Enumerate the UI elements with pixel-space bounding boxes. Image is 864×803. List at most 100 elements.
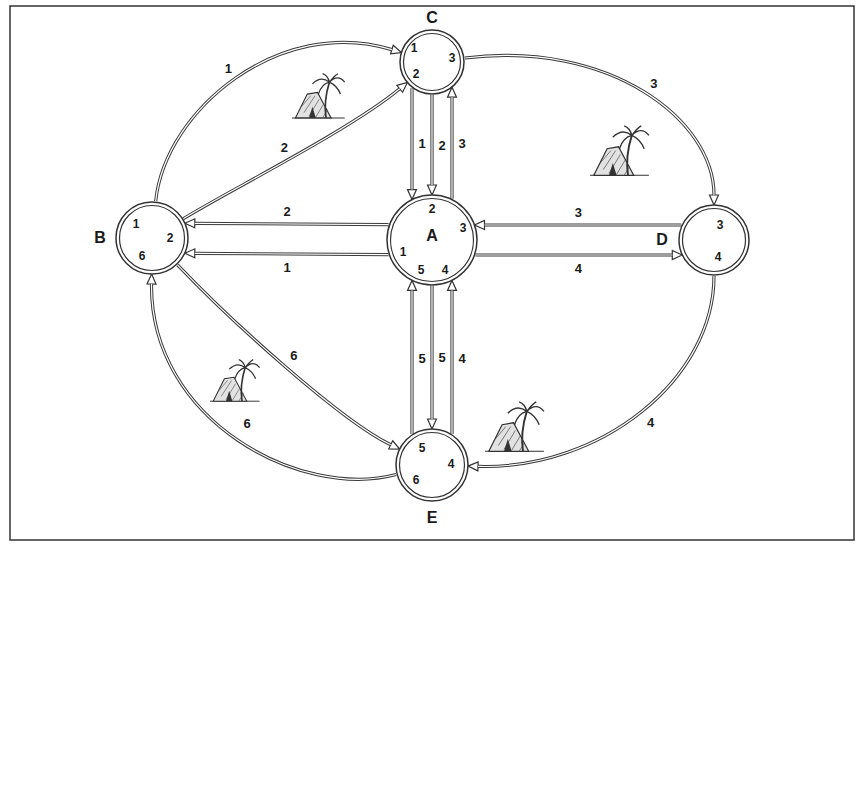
route-number: 3 [456, 136, 467, 151]
route-line-inner [151, 284, 396, 479]
route-line-inner [431, 286, 432, 419]
route-line-outer [151, 284, 396, 479]
route-number: 5 [418, 264, 425, 276]
place-letter: C [426, 10, 438, 26]
route-arrow [412, 290, 413, 434]
route-line-inner [476, 254, 673, 255]
route-number: 4 [448, 458, 455, 470]
hut-illustration [292, 74, 345, 118]
circle-outline [678, 204, 750, 276]
place-letter: B [94, 230, 106, 246]
place-letter: D [656, 232, 668, 248]
route-number: 5 [419, 442, 426, 454]
route-arrow [432, 286, 433, 419]
route-arrow [465, 55, 714, 195]
route-number: 4 [442, 264, 449, 276]
route-arrow [432, 95, 433, 185]
route-number: 2 [429, 203, 436, 215]
route-line-inner [195, 223, 389, 224]
route-arrow [195, 253, 389, 254]
route-number: 1 [223, 60, 234, 75]
inner-ring [400, 433, 465, 498]
outer-ring [387, 195, 477, 285]
route-line-outer [195, 223, 389, 224]
route-arrow [452, 290, 453, 434]
route-line-outer [450, 290, 453, 434]
route-number: 1 [411, 42, 418, 54]
hut-illustration [485, 402, 544, 451]
route-line-outer [430, 95, 433, 185]
route-line-inner [431, 95, 432, 185]
route-line-outer [465, 55, 714, 195]
route-line-outer [184, 89, 400, 219]
outer-ring [116, 202, 188, 274]
route-arrow [452, 97, 453, 198]
route-number: 2 [413, 68, 420, 80]
route-arrow [156, 42, 392, 201]
route-number: 4 [573, 261, 584, 276]
route-arrow [412, 88, 413, 189]
route-arrow [485, 225, 682, 226]
route-line-inner [195, 253, 389, 254]
route-line-outer [450, 97, 453, 198]
route-line-outer [478, 276, 714, 467]
circle-outline [395, 428, 469, 502]
route-number: 2 [282, 204, 293, 219]
route-line-inner [156, 42, 392, 201]
place-circle: C123 [399, 29, 465, 95]
inner-ring [404, 34, 461, 91]
hut-illustration [210, 360, 260, 402]
inner-ring [120, 206, 185, 271]
place-letter: E [427, 510, 438, 526]
route-arrow [476, 255, 673, 256]
route-line-inner [465, 55, 714, 195]
place-circle: B126 [115, 201, 189, 275]
route-number: 6 [242, 415, 253, 430]
place-circle: D34 [678, 204, 750, 276]
route-number: 3 [460, 222, 467, 234]
route-line-inner [451, 97, 452, 198]
route-number: 4 [715, 251, 722, 263]
route-line-outer [195, 253, 389, 254]
route-line-outer [485, 223, 682, 226]
route-number: 3 [449, 52, 456, 64]
hut-illustration [590, 126, 649, 175]
route-number: 5 [416, 350, 427, 365]
route-line-outer [156, 42, 392, 201]
route-line-inner [478, 276, 714, 467]
route-line-outer [476, 253, 673, 256]
route-number: 6 [413, 474, 420, 486]
route-number: 4 [645, 414, 656, 429]
frame-border [10, 6, 854, 540]
outer-ring [400, 30, 464, 94]
route-number: 1 [416, 136, 427, 151]
route-number: 1 [133, 218, 140, 230]
place-circle: A 2 3 15 4 [386, 194, 478, 286]
place-circle: E546 [395, 428, 469, 502]
route-arrow [478, 276, 714, 467]
route-line-outer [410, 88, 413, 189]
route-number: 1 [282, 260, 293, 275]
route-number: 2 [279, 139, 290, 154]
route-number: 6 [139, 250, 146, 262]
route-number: 6 [288, 347, 299, 362]
route-line-inner [184, 89, 400, 219]
route-line-inner [411, 290, 412, 434]
route-number: 1 [400, 246, 407, 258]
route-line-outer [430, 286, 433, 419]
outer-ring [396, 429, 468, 501]
inner-ring [391, 199, 474, 282]
route-arrow [195, 223, 389, 224]
route-arrow [151, 284, 396, 479]
circle-outline [115, 201, 189, 275]
place-letter: A [426, 228, 438, 244]
route-number: 3 [717, 219, 724, 231]
route-number: 2 [436, 137, 447, 152]
outer-ring [679, 205, 749, 275]
inner-ring [683, 209, 746, 272]
route-line-inner [451, 290, 452, 434]
route-number: 4 [456, 350, 467, 365]
route-number: 5 [436, 350, 447, 365]
